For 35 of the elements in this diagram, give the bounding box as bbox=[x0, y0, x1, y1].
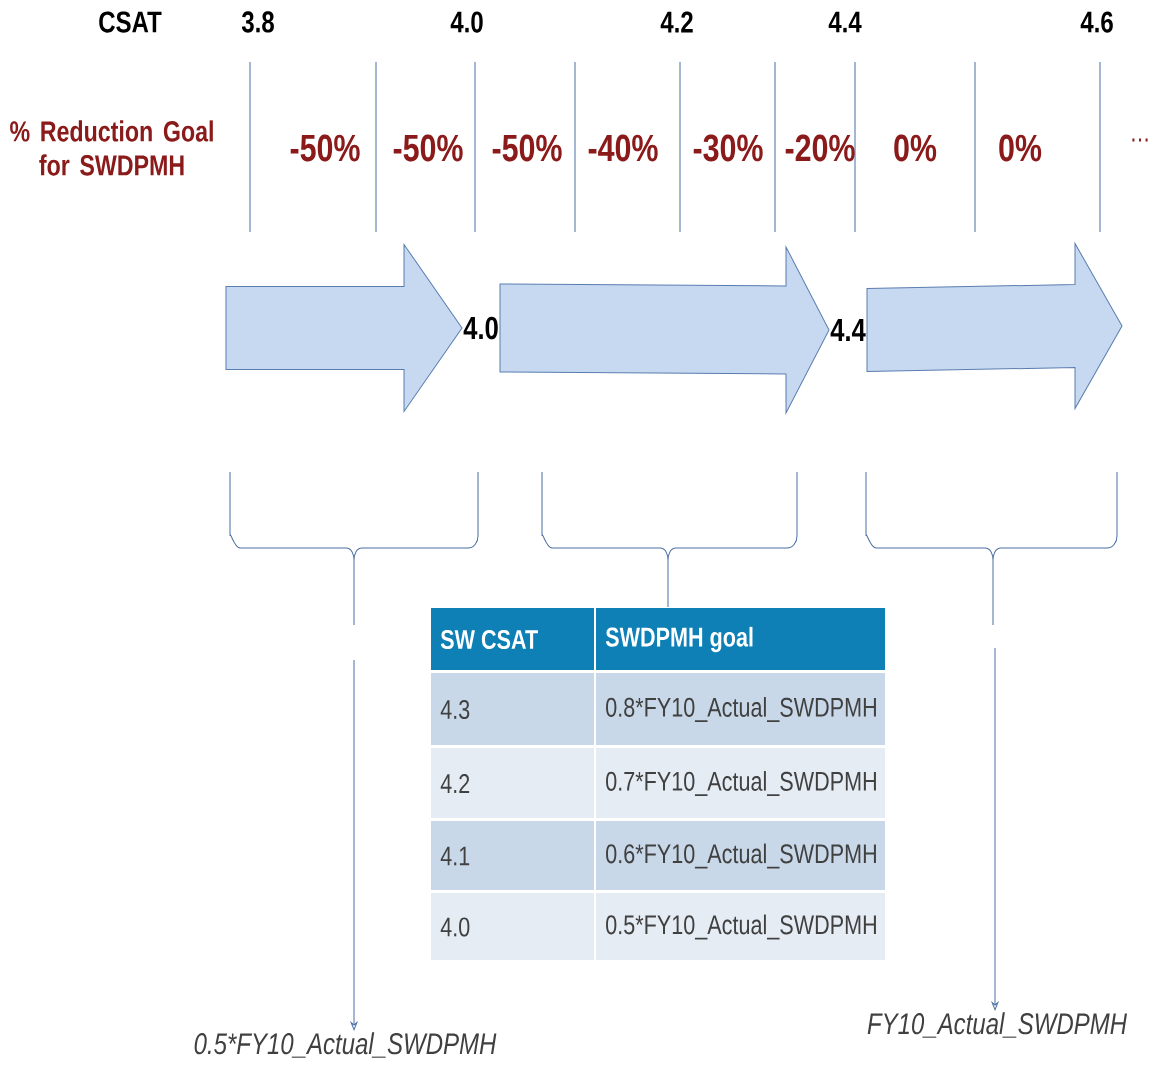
arrow-value: 4.4 bbox=[830, 319, 866, 341]
percentage: 0% bbox=[894, 134, 937, 162]
ellipsis: … bbox=[1132, 138, 1148, 142]
percentage: -50% bbox=[393, 134, 463, 162]
scale-value: 4.4 bbox=[828, 11, 862, 33]
header-cell: SW CSAT bbox=[431, 608, 594, 670]
percentage: -20% bbox=[785, 134, 855, 162]
block-arrow bbox=[499, 246, 830, 414]
percentage: -50% bbox=[492, 134, 562, 162]
scale-value: 4.0 bbox=[450, 11, 483, 33]
arrow-value: 4.0 bbox=[463, 316, 498, 340]
axis-label: CSAT bbox=[99, 11, 162, 33]
percentage: 0% bbox=[999, 134, 1042, 162]
scale-value: 4.6 bbox=[1080, 11, 1113, 33]
table-cell: 0.6*FY10_Actual_SWDPMH bbox=[596, 821, 885, 890]
percentage: -40% bbox=[588, 134, 658, 162]
table-cell: 4.2 bbox=[431, 748, 594, 818]
percentage: -50% bbox=[290, 134, 360, 162]
table-cell: 0.7*FY10_Actual_SWDPMH bbox=[596, 748, 885, 818]
table-cell: 4.0 bbox=[431, 893, 594, 960]
arrow bbox=[991, 647, 999, 1011]
result-text: FY10_Actual_SWDPMH bbox=[867, 1012, 1128, 1038]
table-cell: 0.5*FY10_Actual_SWDPMH bbox=[596, 893, 885, 960]
block-arrow bbox=[225, 244, 463, 412]
table-cell: 0.8*FY10_Actual_SWDPMH bbox=[596, 673, 885, 745]
percentage: -30% bbox=[693, 134, 763, 162]
block-arrow bbox=[866, 243, 1123, 409]
header-cell: SWDPMH goal bbox=[596, 608, 885, 670]
table-cell: 4.1 bbox=[431, 821, 594, 890]
scale-value: 3.8 bbox=[241, 11, 274, 33]
arrow bbox=[350, 659, 358, 1031]
scale-value: 4.2 bbox=[660, 11, 693, 33]
row-label: % Reduction Goal for SWDPMH bbox=[10, 120, 213, 176]
result-text: 0.5*FY10_Actual_SWDPMH bbox=[194, 1032, 497, 1058]
table-cell: 4.3 bbox=[431, 673, 594, 745]
